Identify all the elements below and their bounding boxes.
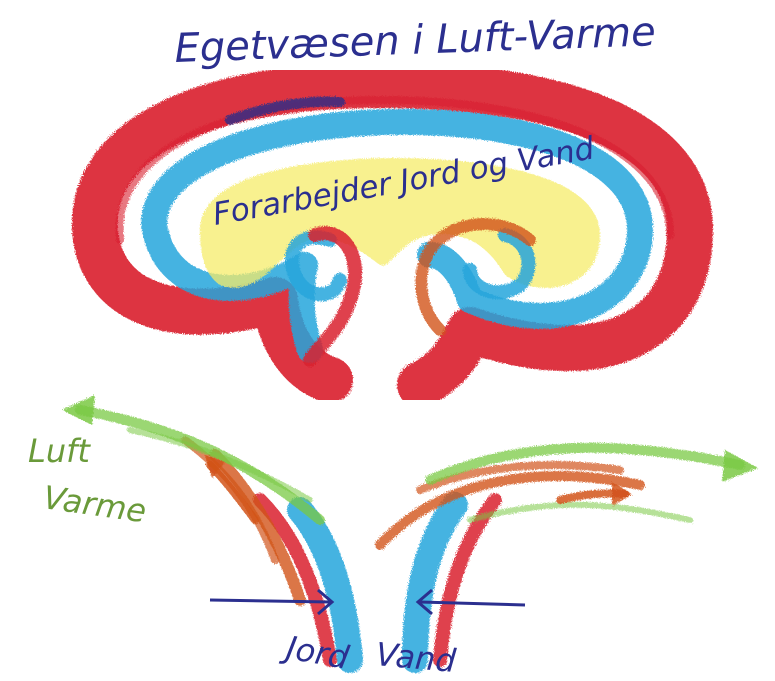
left-label-varme: Varme <box>41 478 149 530</box>
left-label-luft: Luft <box>28 432 91 470</box>
lower-fountain <box>62 395 758 660</box>
left-green-arrowhead <box>62 395 95 425</box>
right-green-arrowhead <box>722 450 758 482</box>
right-ink-arrow-line <box>420 602 525 605</box>
upper-vortex <box>95 85 690 385</box>
right-green-stroke-2 <box>470 505 690 520</box>
bottom-label-vand: Vand <box>374 635 458 680</box>
inward-arrows <box>210 590 525 614</box>
title-label: Egetvæsen i Luft-Varme <box>174 9 657 72</box>
left-ink-arrow-line <box>210 600 330 602</box>
